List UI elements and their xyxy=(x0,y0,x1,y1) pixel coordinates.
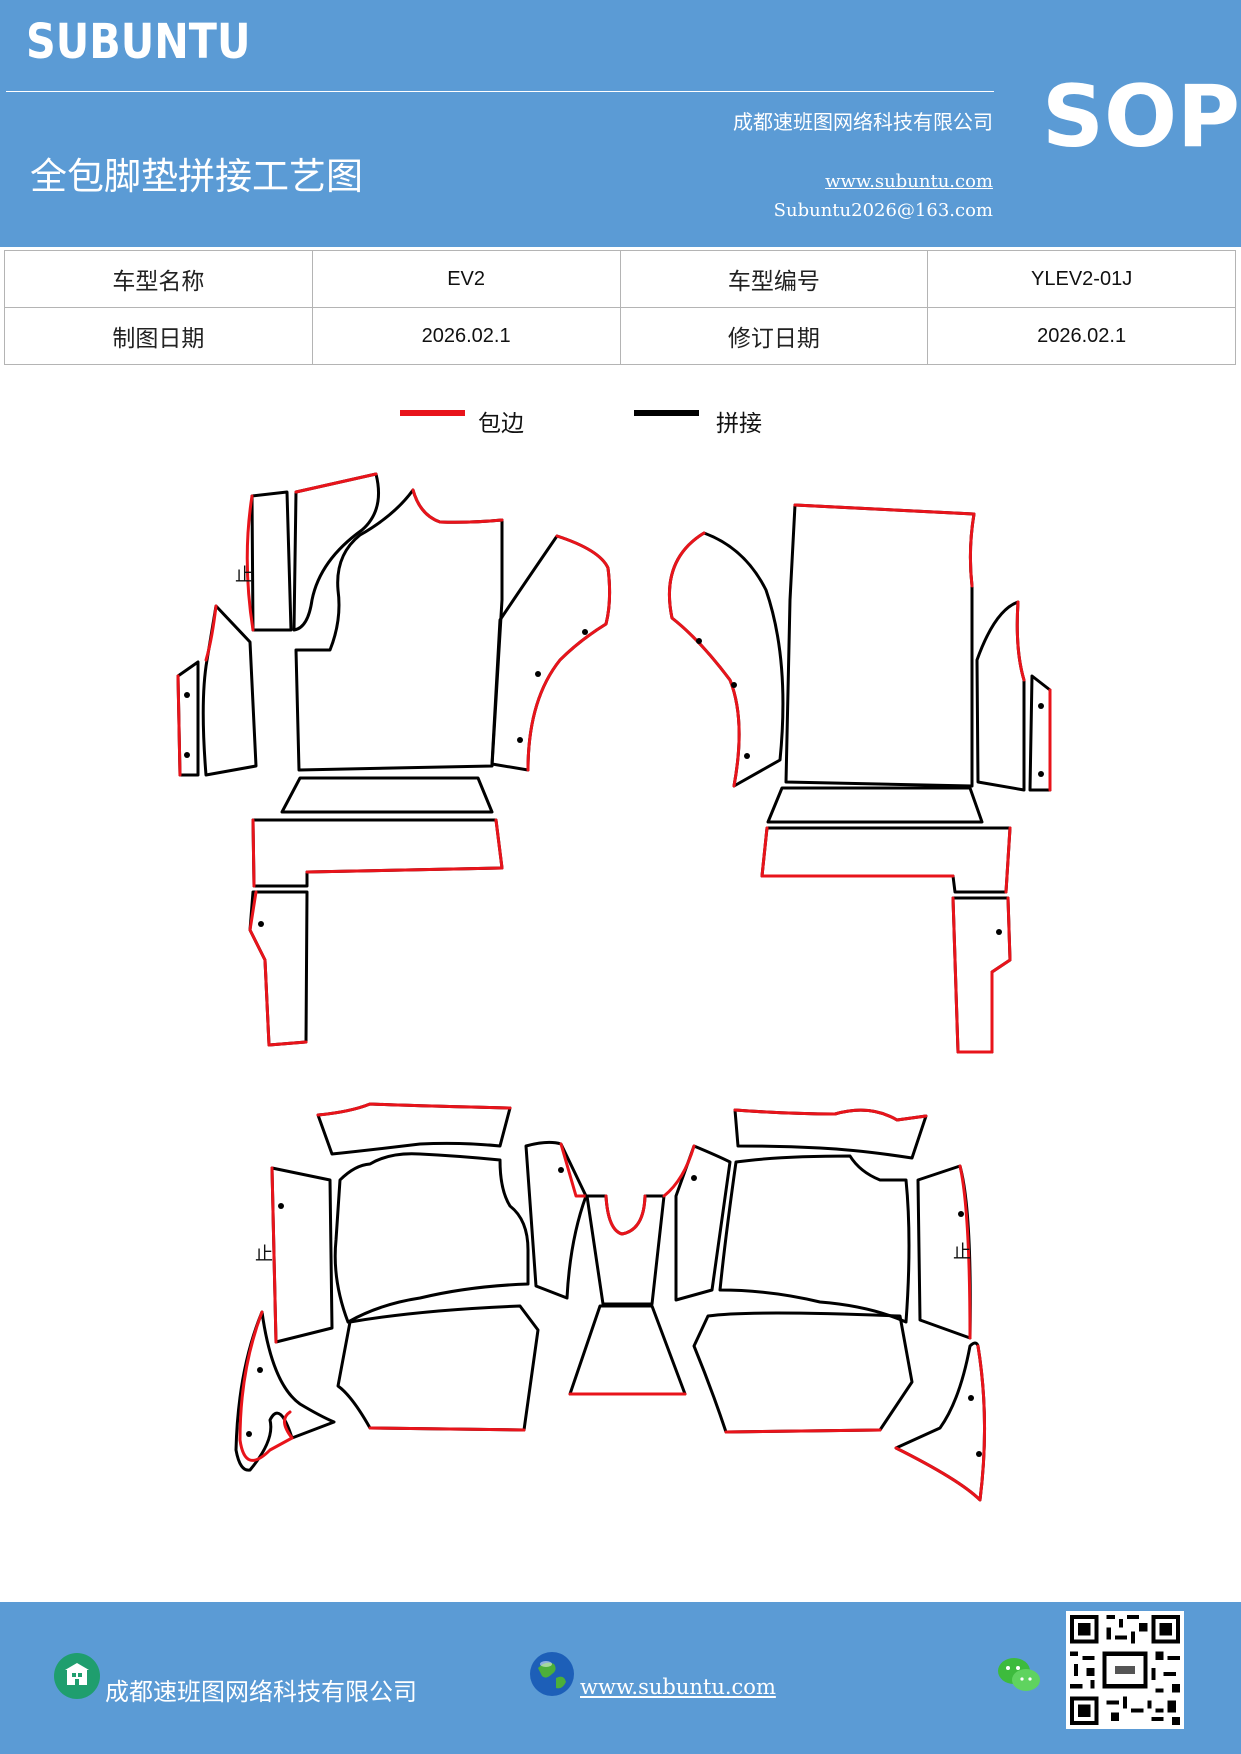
wechat-icon[interactable] xyxy=(996,1654,1042,1696)
globe-icon xyxy=(530,1652,574,1696)
qr-code xyxy=(1066,1611,1184,1729)
draw-date-label: 制图日期 xyxy=(4,307,313,365)
footer-website-link[interactable]: www.subuntu.com xyxy=(580,1675,776,1699)
model-name-value: EV2 xyxy=(311,250,621,308)
model-code-label: 车型编号 xyxy=(619,250,929,308)
model-name-label: 车型名称 xyxy=(4,250,313,308)
legend-edge-swatch xyxy=(400,410,465,416)
legend-splice-swatch xyxy=(634,410,699,416)
header-website-link[interactable]: www.subuntu.com xyxy=(825,171,993,192)
stop-mark: 止 xyxy=(953,1242,971,1263)
legend-edge-label: 包边 xyxy=(478,411,524,437)
revise-date-value: 2026.02.1 xyxy=(927,307,1236,365)
footer-company: 成都速班图网络科技有限公司 xyxy=(105,1678,417,1706)
header-company: 成都速班图网络科技有限公司 xyxy=(733,110,993,134)
page-title: 全包脚垫拼接工艺图 xyxy=(30,155,363,198)
brand-logo: SUBUNTU xyxy=(26,14,251,70)
revise-date-label: 修订日期 xyxy=(619,307,929,365)
front-right-mat xyxy=(667,503,1052,1054)
legend-splice-label: 拼接 xyxy=(716,411,762,437)
draw-date-value: 2026.02.1 xyxy=(311,307,621,365)
front-left-mat: 止 xyxy=(176,472,612,1047)
stop-mark: 止 xyxy=(255,1244,273,1265)
rear-mat: 止 止 xyxy=(234,1102,987,1502)
doc-type-label: SOP xyxy=(1042,67,1241,167)
building-icon xyxy=(54,1653,100,1699)
header-email: Subuntu2026@163.com xyxy=(773,200,993,221)
model-code-value: YLEV2-01J xyxy=(927,250,1236,308)
info-table: 车型名称 EV2 车型编号 YLEV2-01J 制图日期 2026.02.1 修… xyxy=(4,250,1236,365)
table-row: 制图日期 2026.02.1 修订日期 2026.02.1 xyxy=(4,307,1236,365)
qr-code-pattern xyxy=(1066,1611,1184,1729)
table-row: 车型名称 EV2 车型编号 YLEV2-01J xyxy=(4,250,1236,308)
stop-mark: 止 xyxy=(235,565,253,586)
header-banner xyxy=(0,0,1241,247)
header-divider xyxy=(6,91,994,92)
